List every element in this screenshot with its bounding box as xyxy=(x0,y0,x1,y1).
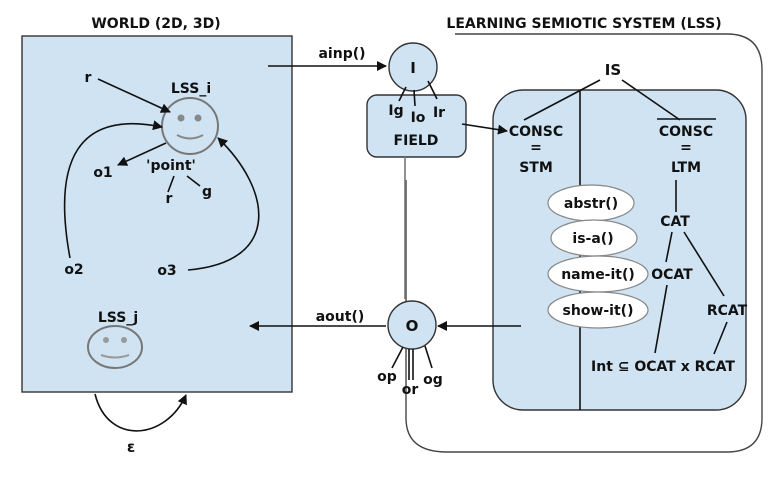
lss-i-label: LSS_i xyxy=(171,81,211,97)
cat-label: CAT xyxy=(660,214,690,230)
ltm-label: LTM xyxy=(671,160,701,176)
lss-j-eye-right xyxy=(121,337,127,343)
input-node-label: I xyxy=(410,59,416,77)
field-box xyxy=(366,94,467,158)
lss-i-mouth xyxy=(176,134,204,140)
eq1-label: = xyxy=(530,140,542,156)
point-r-label: r xyxy=(166,191,173,207)
rcat-label: RCAT xyxy=(707,303,748,319)
is-label: IS xyxy=(605,61,621,79)
point-g-line xyxy=(186,175,201,187)
io-line xyxy=(413,89,416,107)
rcat-to-int-line xyxy=(713,321,728,355)
ocat-label: OCAT xyxy=(651,267,693,283)
lss-j-face-icon xyxy=(87,325,143,369)
lss-j-label: LSS_j xyxy=(98,310,138,326)
io-label: Io xyxy=(411,110,426,126)
o2-curve-arrow xyxy=(63,120,163,259)
lss-outer-box xyxy=(405,33,763,453)
abstr-label: abstr() xyxy=(564,196,618,212)
og-line xyxy=(424,345,433,369)
lss-title: LEARNING SEMIOTIC SYSTEM (LSS) xyxy=(446,16,721,32)
op-line xyxy=(391,346,404,369)
cat-to-rcat-line xyxy=(683,231,725,297)
input-node xyxy=(388,42,438,92)
o3-label: o3 xyxy=(157,263,176,279)
lss-i-face-icon xyxy=(161,97,219,155)
og-label: og xyxy=(423,372,443,388)
name-it-label: name-it() xyxy=(561,267,635,283)
world-r-label: r xyxy=(85,70,92,86)
lss-j-eye-left xyxy=(103,337,109,343)
point-r-line xyxy=(167,175,175,193)
point-label: 'point' xyxy=(146,158,196,174)
o2-label: o2 xyxy=(64,262,83,278)
field-label: FIELD xyxy=(394,133,439,149)
is-to-consc-line xyxy=(523,79,601,121)
is-a-label: is-a() xyxy=(572,231,613,247)
int-relation-label: Int ⊆ OCAT x RCAT xyxy=(591,359,735,375)
ir-label: Ir xyxy=(433,105,445,121)
epsilon-loop-arrow xyxy=(94,393,187,432)
o1-label: o1 xyxy=(93,165,112,181)
ainp-label: ainp() xyxy=(318,46,365,62)
ir-line xyxy=(427,80,438,100)
stm-label: STM xyxy=(519,160,553,176)
world-box xyxy=(21,35,293,393)
lss-i-eye-left xyxy=(177,114,185,122)
ig-line xyxy=(398,86,407,102)
consc-bar-label: CONSC xyxy=(659,124,713,140)
r-to-lss-i-arrow xyxy=(97,78,171,113)
op-label: op xyxy=(377,369,397,385)
ocat-to-int-line xyxy=(654,284,668,354)
point-g-label: g xyxy=(202,184,212,200)
output-node-label: O xyxy=(406,317,419,335)
lss-i-to-o1-arrow xyxy=(117,142,167,166)
show-it-label: show-it() xyxy=(563,303,634,319)
o3-curve-arrow xyxy=(187,137,260,271)
eq2-label: = xyxy=(680,140,692,156)
ig-label: Ig xyxy=(388,103,403,119)
is-to-consc-bar-line xyxy=(621,79,681,121)
output-node xyxy=(387,300,437,350)
field-to-consc-arrow xyxy=(461,123,508,135)
or-label: or xyxy=(402,382,419,398)
show-it-oval xyxy=(547,291,649,329)
aout-label: aout() xyxy=(316,309,365,325)
lss-j-mouth xyxy=(100,354,130,359)
lss-i-eye-right xyxy=(194,114,202,122)
epsilon-label: ε xyxy=(127,438,135,456)
cat-to-ocat-line xyxy=(665,231,673,263)
world-title: WORLD (2D, 3D) xyxy=(91,16,220,32)
consc-label: CONSC xyxy=(509,124,563,140)
